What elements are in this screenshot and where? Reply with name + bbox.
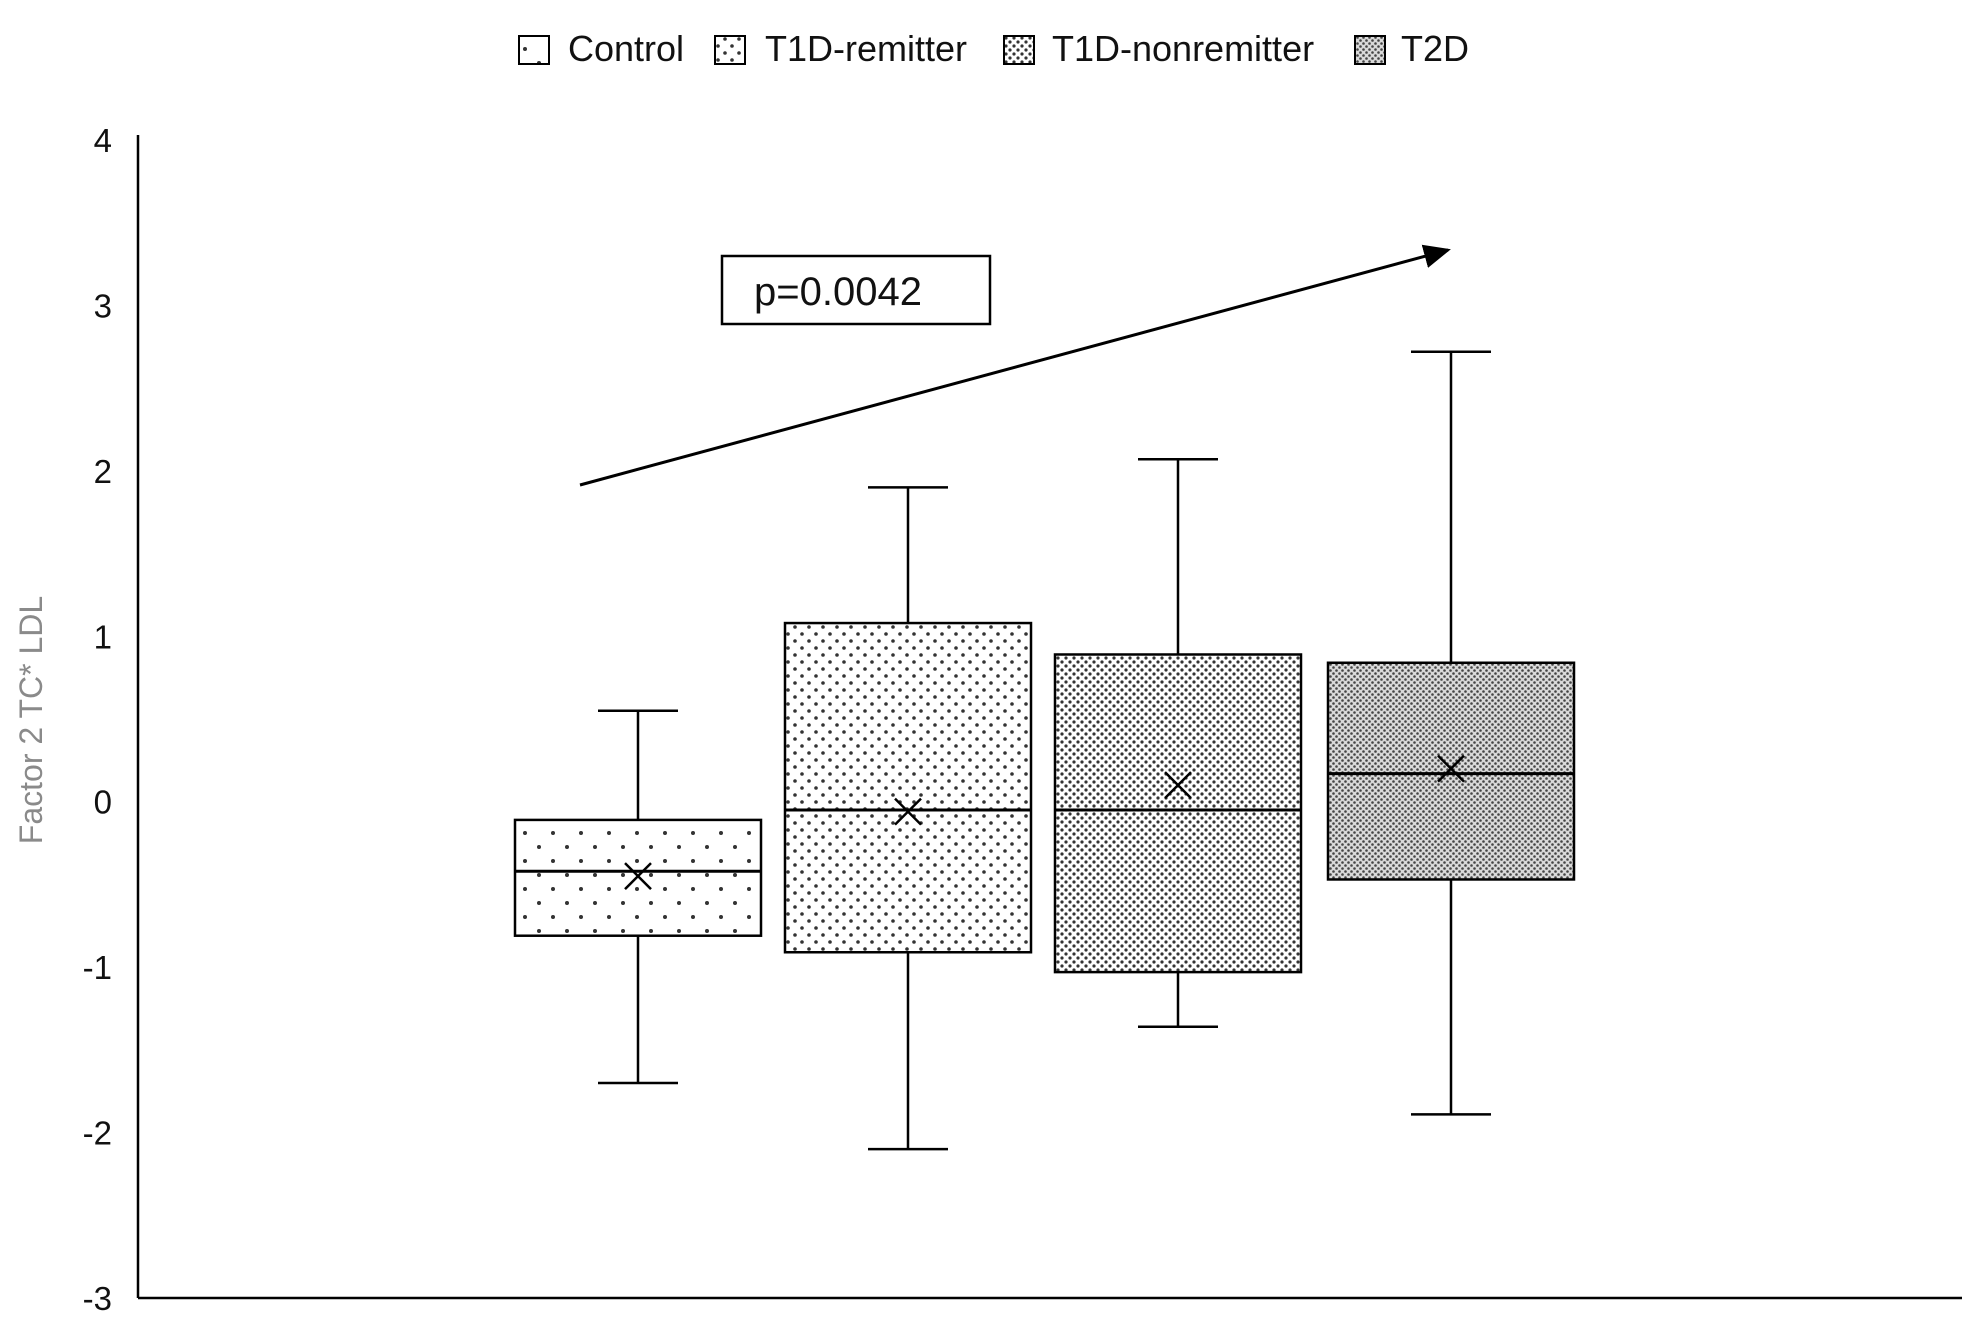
mean-marker (1437, 754, 1465, 783)
mean-marker (624, 862, 652, 891)
box-t1d-remitter (783, 486, 1033, 1151)
y-tick-label: 1 (94, 618, 112, 655)
iqr-box (1053, 653, 1303, 974)
y-tick-label: 2 (94, 453, 112, 490)
y-tick-label: -2 (83, 1115, 112, 1152)
p-value-box (720, 254, 992, 326)
y-tick-label: 4 (94, 122, 112, 159)
legend-label: T1D-remitter (765, 28, 967, 69)
y-tick-label: 0 (94, 784, 112, 821)
chart-legend: Control T1D-remitter T1D-nonremitter T2D (518, 28, 1469, 69)
y-tick-labels: -3 -2 -1 0 1 2 3 4 (83, 122, 112, 1317)
box-t1d-nonremitter (1053, 458, 1303, 1028)
mean-marker (1164, 771, 1192, 800)
legend-swatch (1354, 35, 1386, 65)
y-tick-label: -3 (83, 1280, 112, 1317)
box-control (513, 709, 763, 1085)
legend-label: T2D (1401, 28, 1469, 69)
box-t2d (1326, 350, 1576, 1116)
y-tick-label: -1 (83, 949, 112, 986)
iqr-box (783, 621, 1033, 954)
legend-label: T1D-nonremitter (1052, 28, 1314, 69)
p-value-label: p=0.0042 (754, 270, 922, 314)
iqr-box (1326, 661, 1576, 881)
legend-swatch (518, 35, 550, 65)
y-axis-label: Factor 2 TC* LDL (13, 596, 49, 844)
box-series-group (513, 350, 1576, 1151)
trend-arrow (579, 244, 1451, 487)
legend-label: Control (568, 28, 684, 69)
y-tick-label: 3 (94, 287, 112, 324)
legend-swatch (1003, 35, 1035, 65)
mean-marker (894, 797, 922, 826)
legend-swatch (714, 35, 746, 65)
